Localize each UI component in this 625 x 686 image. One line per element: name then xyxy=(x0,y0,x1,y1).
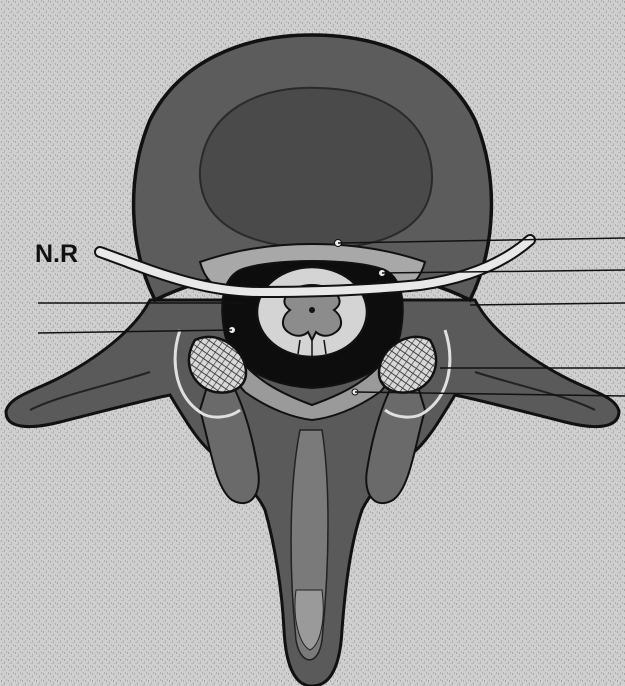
nerve-root-label: N.R xyxy=(35,240,78,268)
vertebral-body-core xyxy=(200,88,432,248)
central-canal xyxy=(309,307,315,313)
